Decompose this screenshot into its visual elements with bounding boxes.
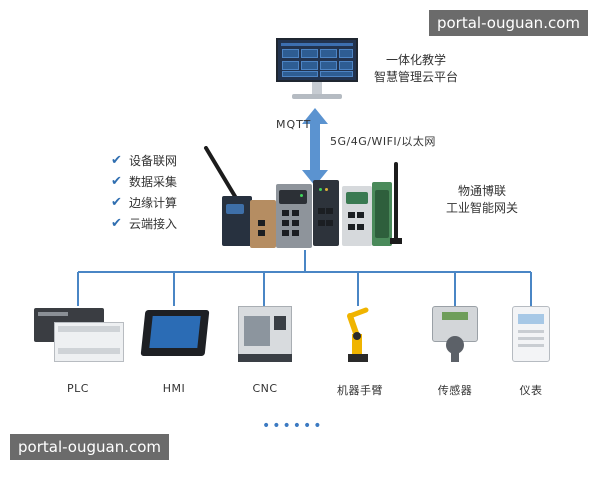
cloud-platform-label: 一体化教学 智慧管理云平台 <box>374 52 458 86</box>
gateway-label-line2: 工业智能网关 <box>446 201 519 215</box>
plc-icon <box>34 308 124 366</box>
check-icon: ✔ <box>111 195 122 210</box>
field-device-label: 机器手臂 <box>337 384 383 397</box>
feature-label: 数据采集 <box>129 175 178 189</box>
more-devices-ellipsis: •••••• <box>262 418 324 434</box>
feature-item: ✔ 云端接入 <box>111 213 177 234</box>
bidirectional-arrow-icon <box>302 108 328 186</box>
protocol-label: MQTT <box>276 118 312 131</box>
field-device-label: 传感器 <box>437 384 473 397</box>
feature-item: ✔ 数据采集 <box>111 171 177 192</box>
gateway-devices <box>200 146 410 250</box>
hmi-icon <box>140 310 210 358</box>
monitor-icon <box>276 38 358 104</box>
feature-item: ✔ 边缘计算 <box>111 192 177 213</box>
feature-label: 设备联网 <box>129 154 178 168</box>
field-device-label: PLC <box>67 382 89 395</box>
feature-list: ✔ 设备联网 ✔ 数据采集 ✔ 边缘计算 ✔ 云端接入 <box>111 150 177 234</box>
cloud-label-line2: 智慧管理云平台 <box>374 70 459 84</box>
check-icon: ✔ <box>111 216 122 231</box>
network-label: 5G/4G/WIFI/以太网 <box>330 135 436 148</box>
antenna-icon <box>390 162 402 244</box>
watermark-bottom: portal-ouguan.com <box>10 434 170 460</box>
gateway-label-line1: 物通博联 <box>458 184 507 198</box>
cnc-icon <box>238 306 292 364</box>
check-icon: ✔ <box>111 174 122 189</box>
sensor-icon <box>432 306 478 364</box>
watermark-top: portal-ouguan.com <box>428 10 588 36</box>
meter-icon <box>512 306 550 362</box>
field-device-label: HMI <box>162 382 186 395</box>
feature-label: 边缘计算 <box>129 196 178 210</box>
gateway-label: 物通博联 工业智能网关 <box>446 183 518 217</box>
feature-item: ✔ 设备联网 <box>111 150 177 171</box>
field-device-label: 仪表 <box>519 384 543 397</box>
robot-arm-icon <box>347 307 369 362</box>
cloud-label-line1: 一体化教学 <box>386 53 447 67</box>
feature-label: 云端接入 <box>129 217 178 231</box>
field-device-label: CNC <box>252 382 278 395</box>
check-icon: ✔ <box>111 153 122 168</box>
